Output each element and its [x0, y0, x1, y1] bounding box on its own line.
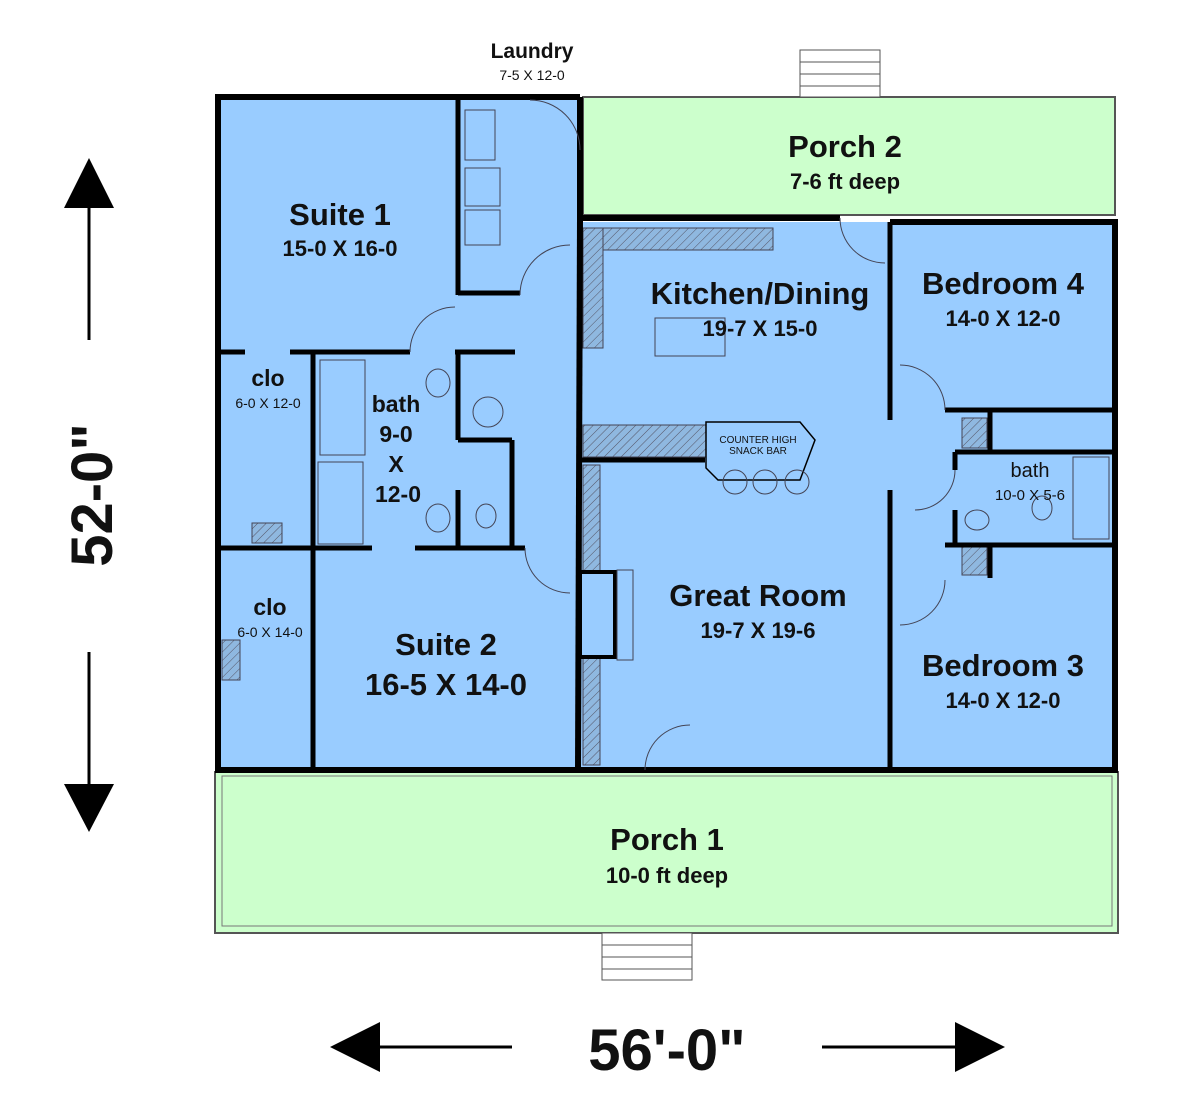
- fireplace: [578, 570, 617, 659]
- arrow-right-icon: [955, 1022, 1005, 1072]
- doors: [409, 99, 956, 771]
- depth-dimension-label: 52-0": [60, 423, 125, 567]
- suite-1-size: 15-0 X 16-0: [283, 236, 398, 261]
- kitchen-dining-size: 19-7 X 15-0: [703, 316, 818, 341]
- closet-1-label: clo: [251, 365, 284, 391]
- porch-1-size: 10-0 ft deep: [606, 863, 728, 888]
- bath-1-size-a: 9-0: [379, 421, 412, 447]
- bath-1-size-x: X: [388, 451, 404, 477]
- arrow-up-icon: [64, 158, 114, 208]
- arrow-left-icon: [330, 1022, 380, 1072]
- closet-2-label: clo: [253, 594, 286, 620]
- closet-1-size: 6-0 X 12-0: [235, 395, 301, 411]
- width-dimension: 56'-0": [330, 1018, 1005, 1083]
- bedroom-4-size: 14-0 X 12-0: [946, 306, 1061, 331]
- walls: [215, 94, 1118, 773]
- bedroom-3-label: Bedroom 3: [922, 648, 1084, 683]
- suite-2-size: 16-5 X 14-0: [365, 667, 527, 702]
- laundry-label: Laundry: [491, 40, 574, 63]
- great-room-label: Great Room: [669, 578, 846, 613]
- depth-dimension: 52-0": [60, 158, 125, 832]
- snack-bar-label-2: SNACK BAR: [729, 446, 787, 457]
- bedroom-3-size: 14-0 X 12-0: [946, 688, 1061, 713]
- closet-2-size: 6-0 X 14-0: [237, 624, 303, 640]
- bath-1-size-b: 12-0: [375, 481, 421, 507]
- kitchen-dining-label: Kitchen/Dining: [651, 276, 870, 311]
- porch-2-label: Porch 2: [788, 129, 902, 164]
- snack-bar: [705, 421, 816, 481]
- porch-steps-bottom: [601, 932, 693, 981]
- porch-2: [582, 96, 1116, 216]
- great-room-size: 19-7 X 19-6: [701, 618, 816, 643]
- bedroom-4-label: Bedroom 4: [922, 266, 1085, 301]
- width-dimension-label: 56'-0": [588, 1018, 745, 1083]
- suite-2-label: Suite 2: [395, 627, 497, 662]
- bath-1-label: bath: [372, 391, 421, 417]
- porch-1: [214, 771, 1119, 934]
- house-interior: [218, 97, 1115, 770]
- arrow-down-icon: [64, 784, 114, 832]
- porch-1-label: Porch 1: [610, 822, 724, 857]
- suite-1-label: Suite 1: [289, 197, 391, 232]
- laundry-size: 7-5 X 12-0: [499, 67, 565, 83]
- porch-2-size: 7-6 ft deep: [790, 169, 900, 194]
- snack-bar-label-1: COUNTER HIGH: [719, 435, 796, 446]
- fixtures: [221, 109, 1110, 766]
- bath-2-label: bath: [1011, 460, 1050, 482]
- porch-steps-top: [799, 49, 881, 98]
- bath-2-size: 10-0 X 5-6: [995, 487, 1065, 504]
